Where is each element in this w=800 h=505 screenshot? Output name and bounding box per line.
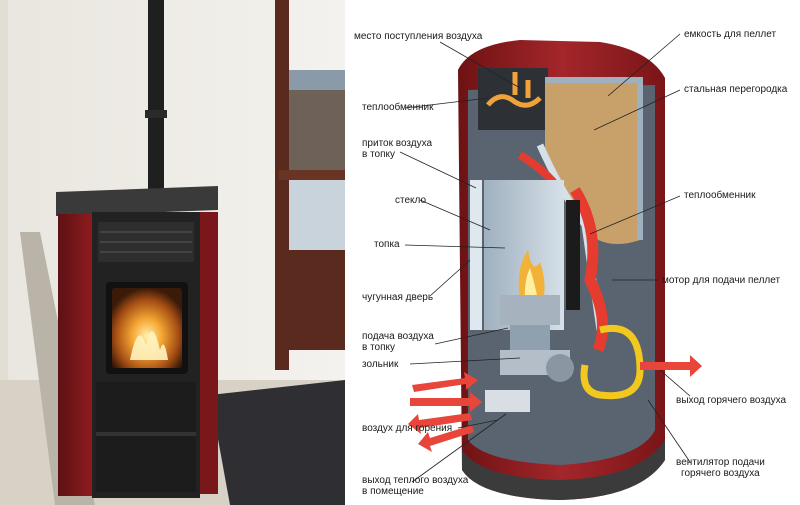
label-hot-air-outlet: выход горячего воздуха [676, 395, 787, 406]
bottom-grille [485, 390, 530, 412]
label-air-inflow-line2: в топку [362, 149, 396, 160]
label-fan-line1: вентилятор подачи [676, 457, 765, 468]
stove-photo [0, 0, 345, 505]
label-pellet-motor: мотор для подачи пеллет [662, 275, 781, 286]
label-air-intake: место поступления воздуха [354, 31, 483, 42]
label-air-supply: подача воздуха в топку [362, 331, 434, 353]
label-steel-partition: стальная перегородка [684, 84, 788, 95]
stove-top [56, 186, 218, 216]
label-air-inflow-line1: приток воздуха [362, 138, 433, 149]
label-warm-air-line2: в помещение [362, 486, 424, 497]
label-heat-exchanger-right: теплообменник [684, 190, 756, 201]
label-combustion-air: воздух для горения [362, 423, 453, 434]
label-air-supply-line1: подача воздуха [362, 331, 434, 342]
chimney-pipe [148, 0, 164, 190]
label-cast-iron-door: чугунная дверь [362, 292, 434, 303]
label-heat-exchanger-left: теплообменник [362, 102, 434, 113]
label-firebox: топка [374, 239, 400, 250]
heat-exchanger-fins [566, 200, 580, 310]
label-fan: вентилятор подачи горячего воздуха [676, 457, 765, 479]
label-fan-line2: горячего воздуха [681, 468, 760, 479]
stove-cutaway [408, 40, 702, 500]
glass [470, 180, 482, 330]
label-air-supply-line2: в топку [362, 342, 396, 353]
combustion-air-arrow [410, 392, 482, 412]
hot-air-arrow [640, 355, 702, 377]
label-warm-air-line1: выход теплого воздуха [362, 475, 469, 486]
doormat [210, 380, 345, 505]
label-ash-pan: зольник [362, 359, 399, 370]
stove-side-right [200, 212, 218, 494]
label-warm-air: выход теплого воздуха в помещение [362, 475, 468, 497]
label-pellet-hopper: емкость для пеллет [684, 29, 777, 40]
label-air-inflow: приток воздуха в топку [362, 138, 432, 160]
stove-side-left [58, 214, 92, 496]
label-glass: стекло [395, 195, 427, 206]
fan-duct [580, 325, 644, 400]
